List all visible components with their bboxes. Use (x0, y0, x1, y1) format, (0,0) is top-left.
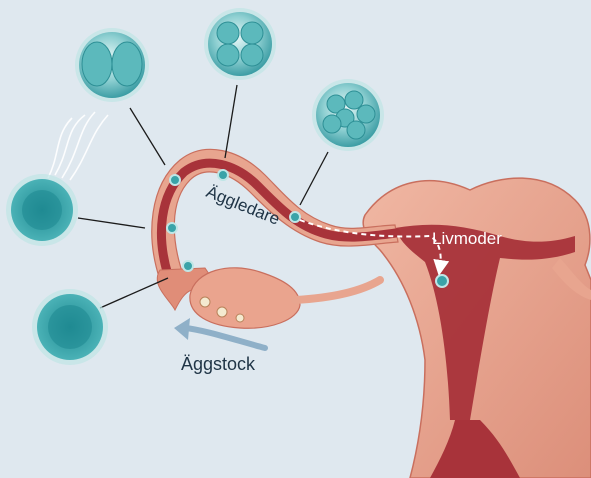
follicle (236, 314, 244, 322)
tube-cell (183, 261, 193, 271)
label-ovary: Äggstock (181, 354, 256, 374)
label-uterus: Livmoder (432, 229, 502, 248)
follicle (217, 307, 227, 317)
two-cell-embryo (75, 28, 149, 102)
tube-cell (170, 175, 180, 185)
follicle (200, 297, 210, 307)
tube-cell (290, 212, 300, 222)
tube-cell (167, 223, 177, 233)
four-cell-embryo (204, 8, 276, 80)
multi-cell-embryo (312, 79, 384, 151)
tube-cell (218, 170, 228, 180)
unfertilized-egg (32, 289, 108, 365)
implanting-cell (436, 275, 448, 287)
